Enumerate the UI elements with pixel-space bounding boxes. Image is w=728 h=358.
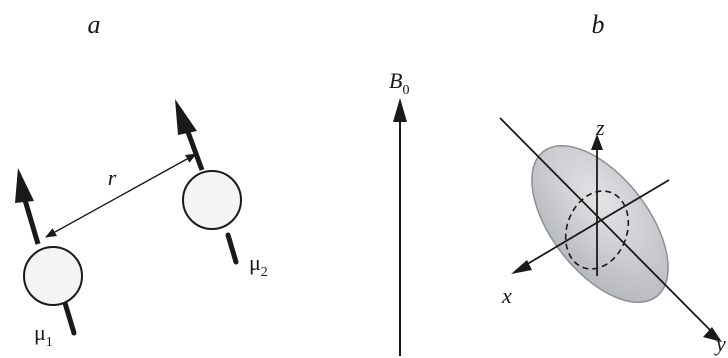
dipole-1-label: μ1: [34, 320, 53, 350]
z-axis-label: z: [595, 115, 605, 140]
x-axis-label: x: [501, 283, 512, 308]
dipole-2-sphere: [182, 170, 242, 230]
y-axis-label: y: [714, 331, 726, 356]
dipole-1-shaft: [22, 199, 41, 245]
field-symbol: B: [389, 68, 402, 93]
panel-b-label: b: [592, 10, 605, 39]
dipole-1: [15, 168, 83, 336]
dipole-1-arrowhead: [15, 168, 34, 203]
dipole-1-tail: [62, 300, 77, 336]
dipole-2-shaft: [185, 131, 205, 171]
dipole-1-symbol: μ: [34, 320, 46, 345]
distance-label: r: [108, 165, 117, 190]
dipole-1-sphere: [23, 246, 83, 306]
panel-a-label: a: [88, 10, 101, 39]
dipole-2-label: μ2: [249, 250, 268, 280]
z-axis-arrowhead: [591, 134, 603, 150]
dipole-2-subscript: 2: [261, 265, 268, 280]
field-label: B0: [389, 68, 409, 98]
field-subscript: 0: [402, 83, 409, 98]
ellipsoid-cross-section: [564, 190, 630, 270]
dipole-1-subscript: 1: [46, 335, 53, 350]
field-arrow-head: [393, 98, 407, 122]
y-axis-line: [499, 117, 711, 331]
dipole-2-arrowhead: [175, 99, 197, 135]
x-axis-arrowhead: [511, 260, 532, 274]
distance-arrow: [45, 153, 197, 238]
field-arrow: [393, 98, 407, 356]
dipole-2-tail: [225, 232, 239, 265]
y-axis-arrowhead: [703, 327, 722, 342]
dipole-2: [175, 99, 242, 265]
dipole-2-symbol: μ: [249, 250, 261, 275]
